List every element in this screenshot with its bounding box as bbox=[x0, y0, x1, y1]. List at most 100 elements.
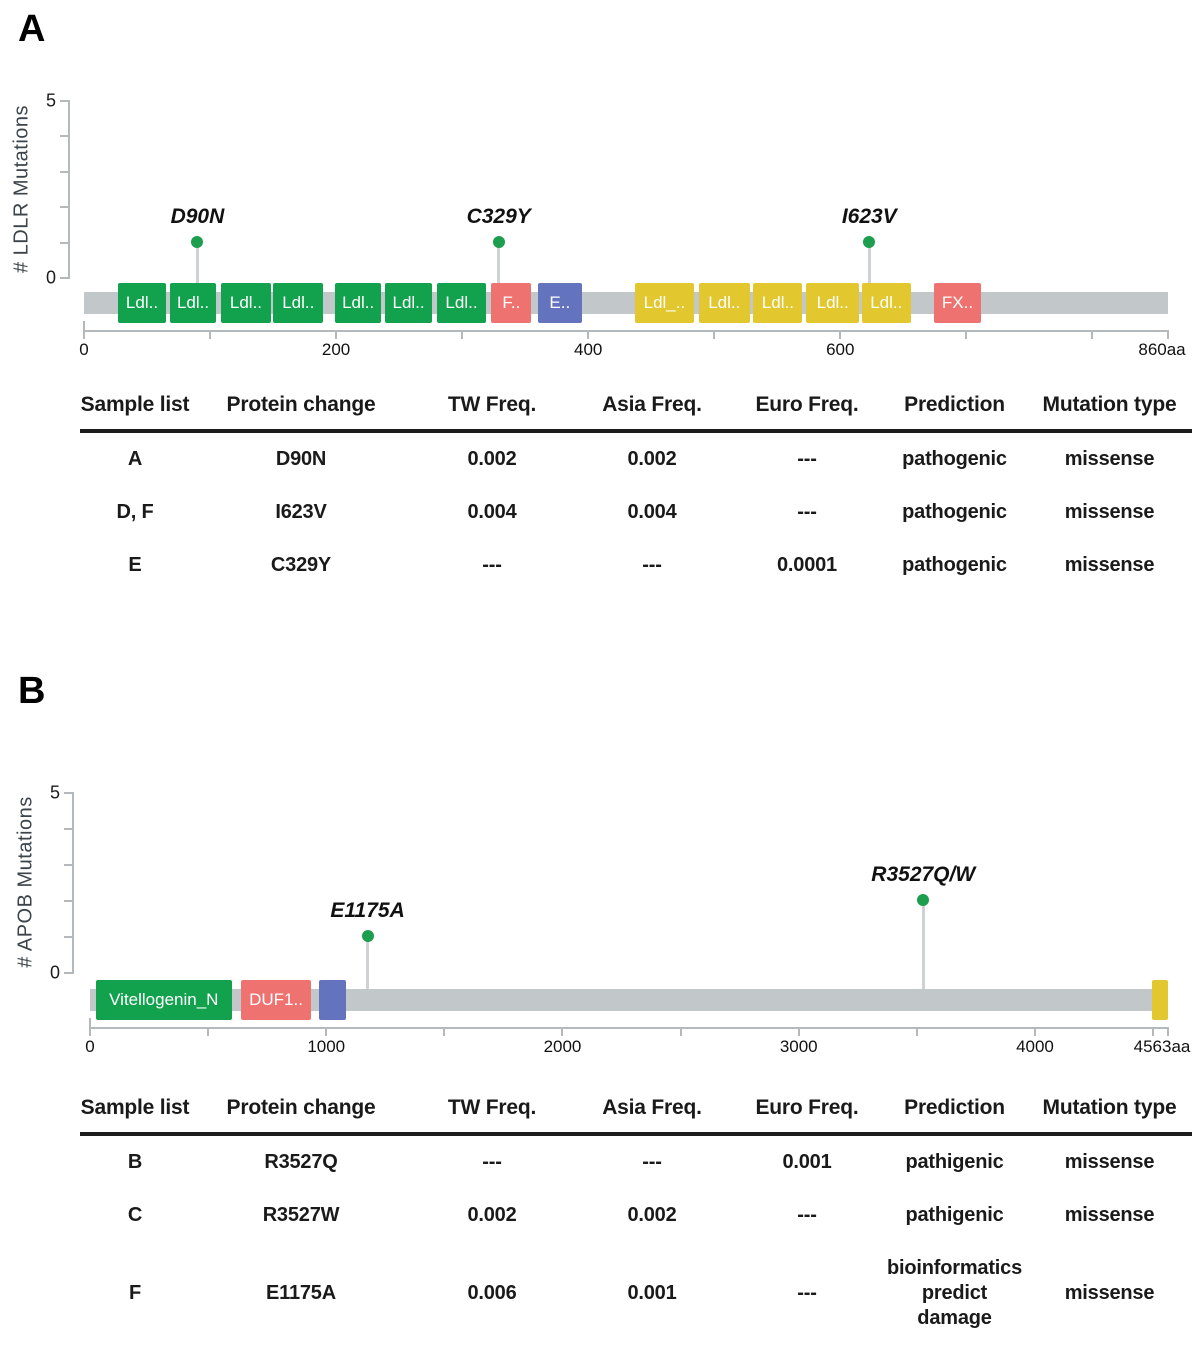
domain-box: Ldl.. bbox=[385, 283, 432, 323]
table-cell: B bbox=[127, 1151, 143, 1173]
domain-box: E.. bbox=[537, 283, 582, 323]
x-axis-tick-label: 600 bbox=[826, 340, 855, 359]
table-header-cell: Mutation type bbox=[1042, 1096, 1177, 1119]
x-axis-tick bbox=[561, 1027, 564, 1036]
x-axis-tick bbox=[443, 1027, 446, 1036]
table-cell: 0.004 bbox=[627, 501, 677, 523]
protein-track bbox=[90, 989, 1168, 1011]
table-header-cell: Sample list bbox=[80, 393, 190, 416]
x-axis-tick bbox=[797, 1027, 800, 1036]
table-cell: pathogenic bbox=[902, 448, 1007, 470]
domain-label: Ldl.. bbox=[282, 293, 315, 312]
y-axis-tick-label-min: 0 bbox=[45, 267, 56, 288]
table-cell: 0.002 bbox=[467, 1204, 517, 1226]
table-header-cell: Prediction bbox=[904, 1096, 1005, 1119]
x-axis-tick-label: 400 bbox=[573, 340, 603, 359]
mutation-label: E1175A bbox=[330, 899, 405, 922]
x-axis-tick bbox=[839, 330, 842, 339]
domain-label: Ldl.. bbox=[229, 293, 263, 312]
x-axis-tick bbox=[915, 1027, 918, 1036]
y-axis-tick bbox=[60, 206, 68, 209]
mutation-stem bbox=[921, 900, 925, 1000]
domain-box: Ldl.. bbox=[273, 283, 324, 323]
domain-box: Ldl.. bbox=[334, 283, 382, 323]
table-cell: E1175A bbox=[266, 1282, 336, 1304]
table-cell: missense bbox=[1064, 1151, 1155, 1173]
panel-b-label: B bbox=[18, 670, 46, 712]
y-axis-tick bbox=[64, 900, 72, 902]
y-axis-tick bbox=[64, 792, 72, 794]
y-axis-tick bbox=[64, 828, 72, 830]
x-axis-tick bbox=[965, 330, 968, 339]
table-cell: R3527Q bbox=[264, 1151, 338, 1173]
x-axis-start-tick bbox=[89, 1018, 91, 1027]
x-axis-tick bbox=[335, 330, 338, 339]
x-axis-tick-label: 0 bbox=[85, 1037, 95, 1056]
table-cell: 0.004 bbox=[467, 501, 517, 523]
domain-label: FX.. bbox=[941, 293, 974, 312]
table-cell: --- bbox=[797, 501, 817, 523]
domain-label: Ldl.. bbox=[342, 293, 375, 312]
domain-box bbox=[319, 980, 347, 1020]
y-axis-line bbox=[72, 792, 74, 974]
domain-label: Ldl.. bbox=[708, 293, 741, 312]
x-axis-tick bbox=[209, 330, 212, 339]
table-cell: missense bbox=[1064, 1282, 1155, 1304]
y-axis-tick bbox=[60, 170, 68, 173]
table-cell: F bbox=[128, 1282, 142, 1304]
table-header-cell: TW Freq. bbox=[447, 1096, 537, 1119]
table-cell: 0.006 bbox=[467, 1282, 517, 1304]
domain-box: F.. bbox=[491, 283, 532, 323]
table-cell: 0.001 bbox=[782, 1151, 832, 1173]
table-cell: missense bbox=[1064, 501, 1155, 523]
x-axis-tick bbox=[89, 1027, 91, 1036]
domain-box: Ldl_.. bbox=[634, 283, 695, 323]
x-axis-end-tick bbox=[1167, 330, 1169, 339]
domain-label: F.. bbox=[502, 293, 521, 312]
x-axis-end-label: 4563aa bbox=[1133, 1037, 1191, 1056]
x-axis-tick-label: 0 bbox=[79, 340, 89, 359]
table-cell: 0.002 bbox=[627, 448, 677, 470]
x-axis-end-label: 860aa bbox=[1138, 340, 1186, 359]
table-cell: --- bbox=[482, 1151, 502, 1173]
domain-label: Ldl.. bbox=[761, 293, 794, 312]
domain-box: Ldl.. bbox=[221, 283, 271, 323]
y-axis-tick-label-max: 5 bbox=[49, 782, 60, 803]
table-cell: --- bbox=[797, 1282, 817, 1304]
mutation-label: D90N bbox=[170, 204, 225, 228]
mutation-dot bbox=[191, 235, 204, 248]
y-axis-tick-label-max: 5 bbox=[45, 90, 56, 111]
table-cell: C bbox=[127, 1204, 143, 1226]
table-cell: 0.001 bbox=[627, 1282, 677, 1304]
domain-label: DUF1.. bbox=[249, 990, 303, 1009]
table-header-cell: Protein change bbox=[226, 393, 376, 416]
y-axis-tick bbox=[60, 135, 68, 138]
table-cell: missense bbox=[1064, 554, 1155, 576]
x-axis-tick-label: 4000 bbox=[1016, 1037, 1054, 1056]
x-axis-tick bbox=[679, 1027, 682, 1036]
table-cell: pathigenic bbox=[905, 1151, 1004, 1173]
mutation-label: C329Y bbox=[466, 204, 531, 228]
x-axis-start-tick bbox=[83, 321, 85, 330]
mutation-dot bbox=[361, 930, 374, 942]
domain-box: Ldl.. bbox=[806, 283, 860, 323]
x-axis-line bbox=[89, 1027, 1169, 1029]
mutation-stem bbox=[867, 241, 871, 303]
domain-label: Vitellogenin_N bbox=[109, 990, 219, 1009]
domain-label: Ldl.. bbox=[816, 293, 849, 312]
table-cell: bioinformatics predict damage bbox=[887, 1257, 1022, 1329]
mutation-dot bbox=[863, 235, 876, 248]
domain-box: Ldl.. bbox=[699, 283, 750, 323]
table-header-cell: Asia Freq. bbox=[602, 1096, 702, 1119]
y-axis-tick bbox=[64, 864, 72, 866]
mutation-label: I623V bbox=[841, 204, 897, 228]
